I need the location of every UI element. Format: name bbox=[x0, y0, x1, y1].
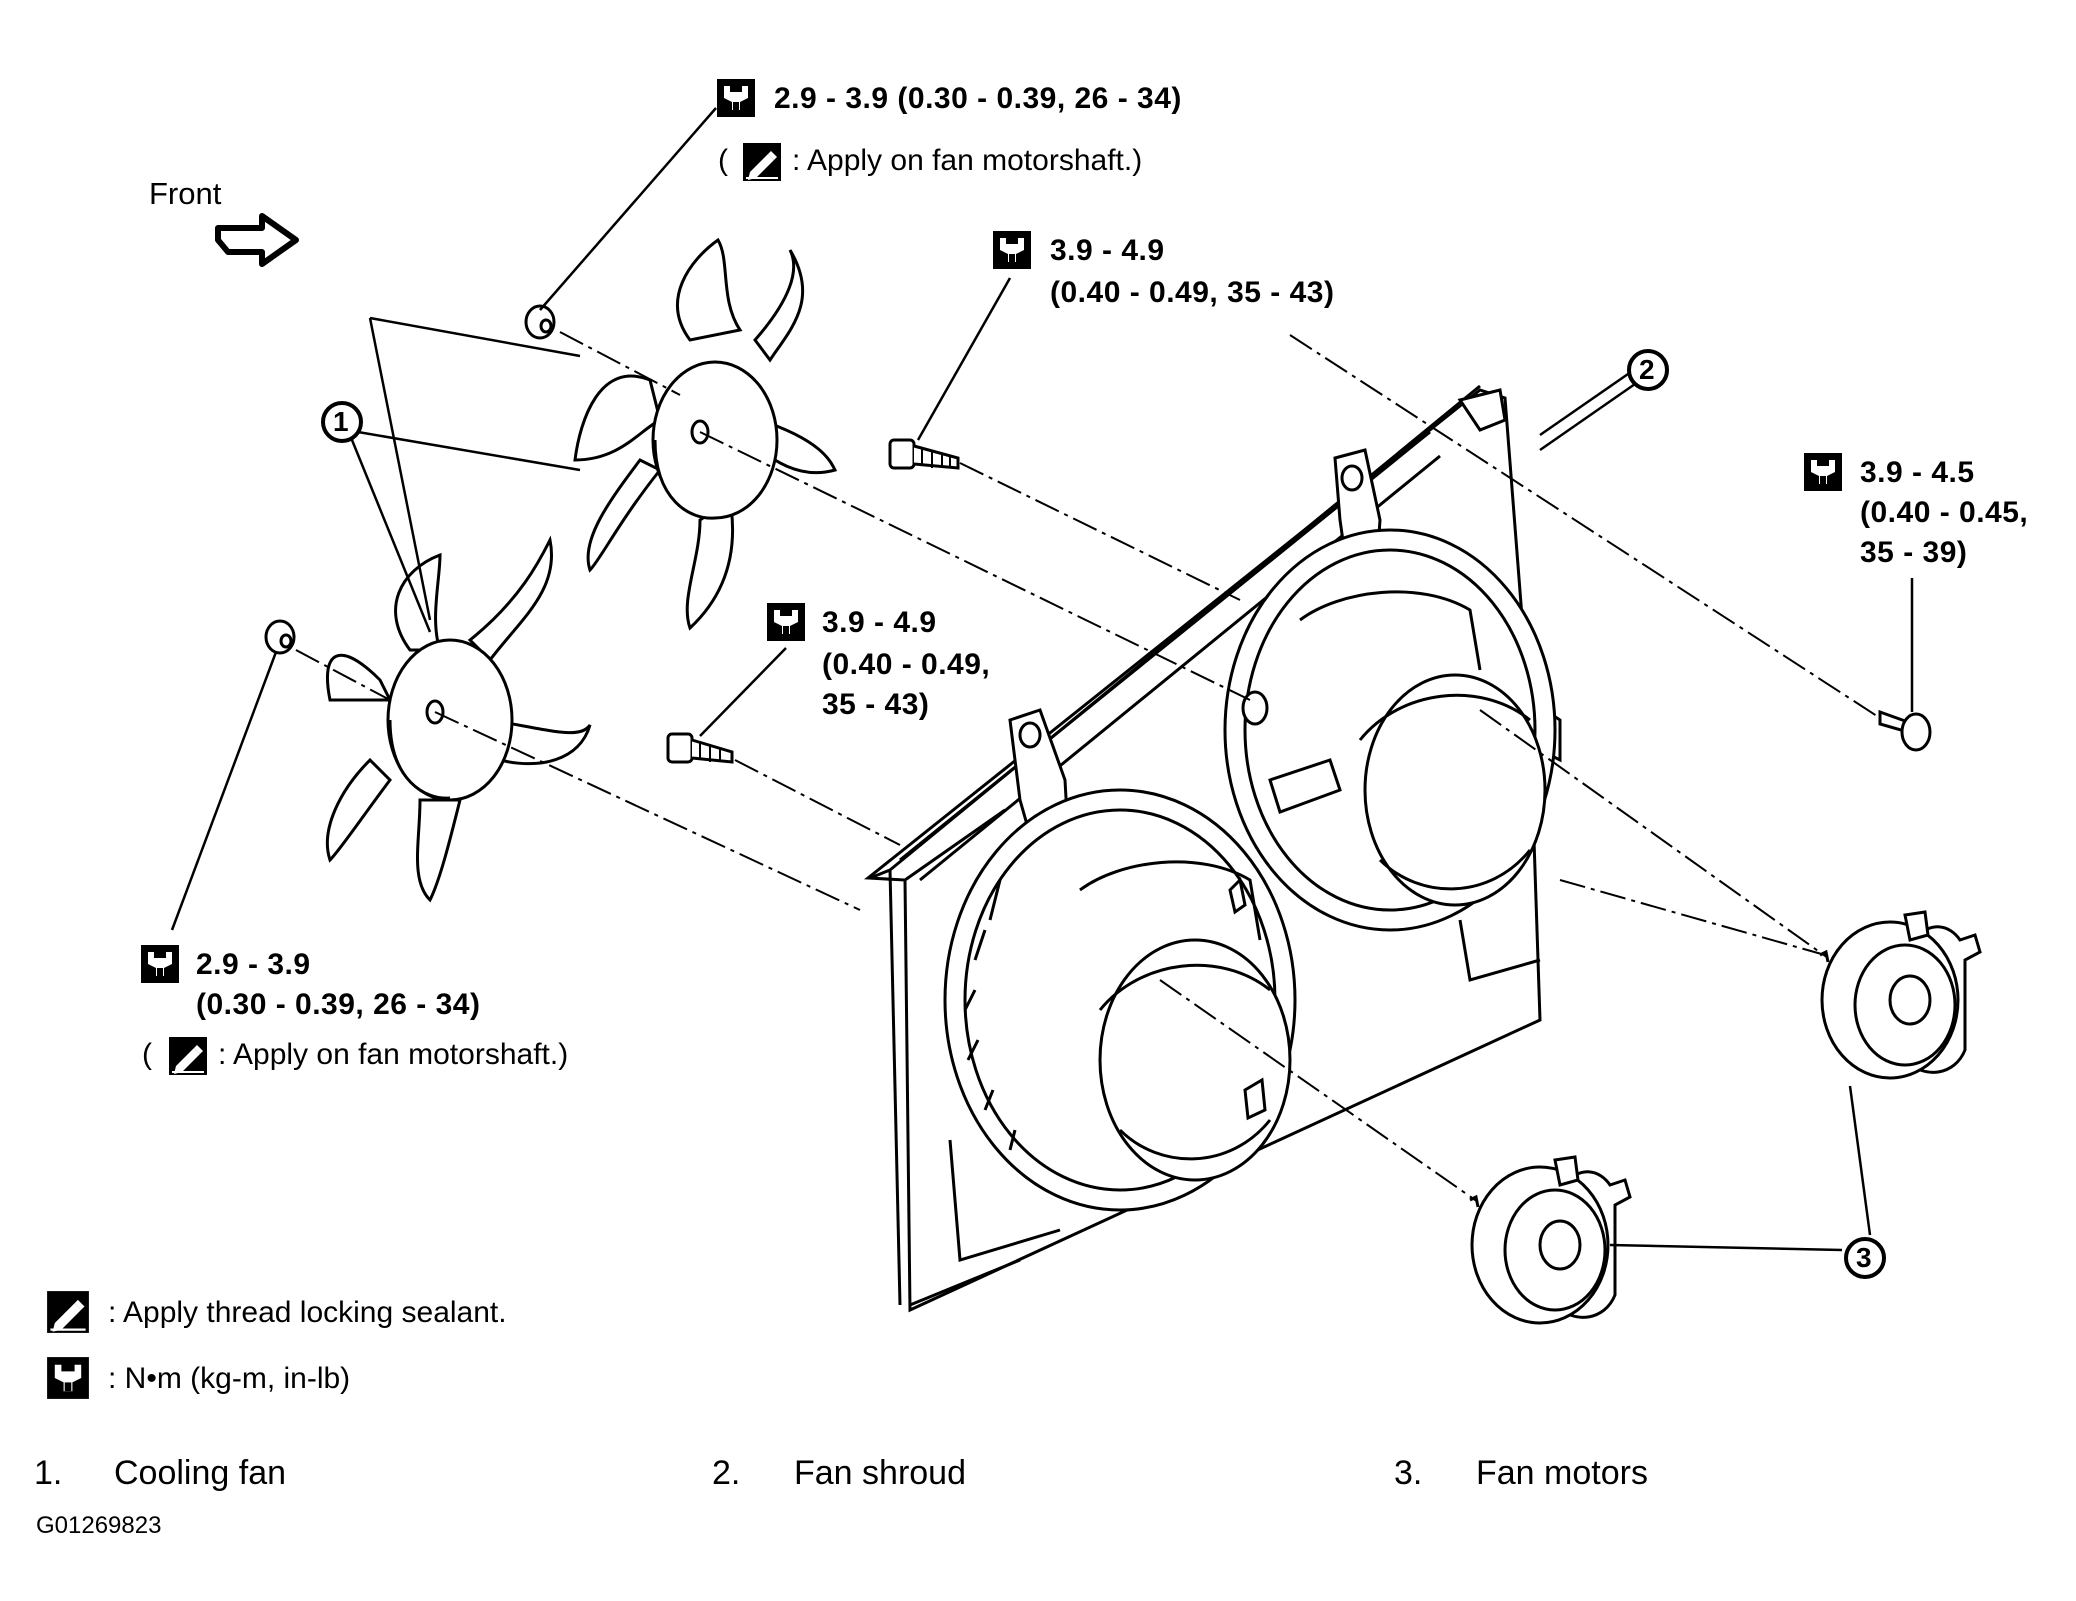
front-arrow-icon bbox=[215, 213, 299, 267]
callout-3: 3 bbox=[1856, 1242, 1872, 1273]
torque-wrench-icon bbox=[767, 603, 805, 641]
torque-upper-bolt-line1: 3.9 - 4.9 bbox=[1050, 234, 1165, 267]
front-label: Front bbox=[149, 176, 222, 211]
torque-spec-top: 2.9 - 3.9 (0.30 - 0.39, 26 - 34) bbox=[774, 82, 1182, 115]
torque-right-line2: (0.40 - 0.45, bbox=[1860, 496, 2029, 529]
caption-2-num: 2. bbox=[712, 1454, 741, 1492]
caption-3-text: Fan motors bbox=[1476, 1454, 1648, 1492]
callout-circle-1 bbox=[321, 401, 363, 443]
torque-wrench-icon bbox=[47, 1357, 89, 1399]
sealant-icon bbox=[46, 1290, 90, 1334]
callout-circle-2 bbox=[1627, 349, 1669, 391]
upper-fan-motor bbox=[1819, 910, 1982, 1080]
sealant-icon bbox=[742, 142, 782, 182]
torque-right-line3: 35 - 39) bbox=[1860, 536, 1968, 569]
torque-note-top: : Apply on fan motorshaft.) bbox=[792, 144, 1143, 177]
caption-1-text: Cooling fan bbox=[114, 1454, 287, 1492]
torque-wrench-icon bbox=[1804, 453, 1842, 491]
leader-lines bbox=[170, 107, 1914, 1252]
torque-middle-bolt-line3: 35 - 43) bbox=[822, 688, 930, 721]
right-bolt bbox=[1878, 709, 1932, 752]
torque-wrench-icon bbox=[717, 79, 755, 117]
upper-fan-nut bbox=[524, 304, 556, 340]
legend-torque-units: : N•m (kg-m, in-lb) bbox=[108, 1362, 351, 1395]
torque-middle-bolt-line1: 3.9 - 4.9 bbox=[822, 606, 937, 639]
callout-1: 1 bbox=[333, 406, 349, 437]
lower-cooling-fan bbox=[325, 535, 592, 903]
torque-note-left: : Apply on fan motorshaft.) bbox=[218, 1038, 569, 1071]
callout-circle-3 bbox=[1844, 1237, 1886, 1279]
torque-wrench-icon bbox=[141, 945, 179, 983]
upper-bolt bbox=[888, 438, 960, 470]
lower-fan-motor bbox=[1469, 1155, 1632, 1325]
callout-2-leader bbox=[1539, 382, 1636, 452]
legend-sealant: : Apply thread locking sealant. bbox=[108, 1296, 507, 1329]
middle-bolt bbox=[666, 732, 734, 764]
torque-right-line1: 3.9 - 4.5 bbox=[1860, 456, 1975, 489]
caption-1-num: 1. bbox=[34, 1454, 63, 1492]
torque-left-line1: 2.9 - 3.9 bbox=[196, 948, 311, 981]
figure-code: G01269823 bbox=[36, 1512, 162, 1539]
callout-1-leader bbox=[350, 430, 581, 633]
torque-wrench-icon bbox=[993, 231, 1031, 269]
lower-fan-nut bbox=[264, 619, 296, 655]
caption-3-num: 3. bbox=[1394, 1454, 1423, 1492]
caption-2-text: Fan shroud bbox=[794, 1454, 966, 1492]
torque-note-top-open: ( bbox=[718, 144, 728, 177]
torque-middle-bolt-line2: (0.40 - 0.49, bbox=[822, 648, 991, 681]
torque-note-left-open: ( bbox=[142, 1038, 152, 1071]
fan-shroud bbox=[863, 384, 1562, 1313]
torque-left-line2: (0.30 - 0.39, 26 - 34) bbox=[196, 988, 481, 1021]
callout-2: 2 bbox=[1639, 354, 1655, 385]
sealant-icon bbox=[168, 1036, 208, 1076]
torque-upper-bolt-line2: (0.40 - 0.49, 35 - 43) bbox=[1050, 276, 1335, 309]
assembly-axis-lines bbox=[295, 331, 1881, 1203]
